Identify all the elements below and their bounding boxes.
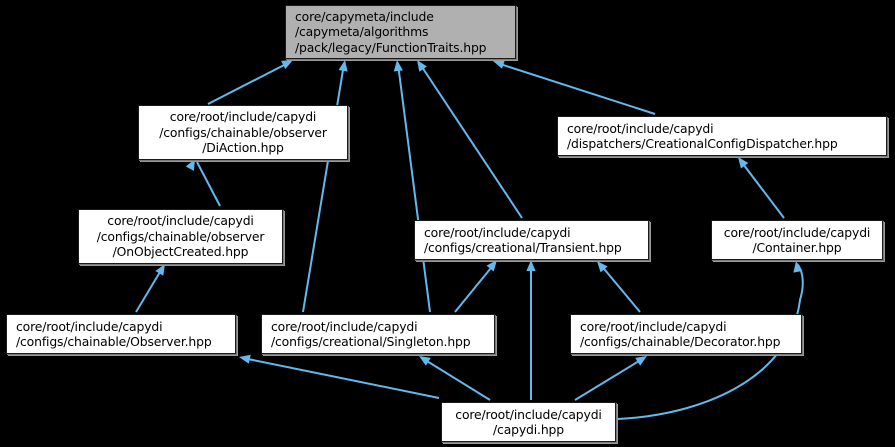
node-observer[interactable]: core/root/include/capydi /configs/chaina…: [6, 314, 236, 354]
node-di-action[interactable]: core/root/include/capydi /configs/chaina…: [138, 105, 348, 160]
edge-on-object-created-to-di-action: [196, 161, 221, 207]
edge-decorator-to-transient: [599, 263, 641, 313]
node-capydi[interactable]: core/root/include/capydi /capydi.hpp: [441, 402, 616, 442]
edge-capydi-to-decorator: [574, 357, 645, 401]
arrowhead-container-to-dispatcher: [738, 157, 749, 169]
edge-capydi-to-observer: [242, 357, 440, 399]
edge-dispatcher-to-function-traits: [496, 62, 656, 115]
edge-transient-to-function-traits: [419, 63, 523, 219]
node-label-on-object-created: core/root/include/capydi /configs/chaina…: [96, 213, 265, 260]
node-label-observer: core/root/include/capydi /configs/chaina…: [16, 318, 212, 349]
edge-singleton-to-function-traits: [397, 63, 431, 313]
node-label-singleton: core/root/include/capydi /configs/creati…: [271, 318, 471, 349]
edge-singleton-to-transient: [454, 262, 496, 313]
arrowhead-singleton-to-function-traits: [393, 60, 403, 72]
node-decorator[interactable]: core/root/include/capydi /configs/chaina…: [570, 314, 802, 354]
node-label-container: core/root/include/capydi /Container.hpp: [723, 224, 871, 255]
edge-di-action-to-function-traits: [207, 61, 291, 105]
node-singleton[interactable]: core/root/include/capydi /configs/creati…: [261, 314, 495, 354]
arrowhead-transient-to-function-traits: [417, 60, 427, 72]
node-label-decorator: core/root/include/capydi /configs/chaina…: [580, 318, 781, 349]
node-transient[interactable]: core/root/include/capydi /configs/creati…: [414, 220, 649, 260]
arrowhead-observer-to-function-traits: [338, 60, 348, 72]
arrowhead-capydi-to-singleton: [419, 356, 431, 366]
node-function-traits[interactable]: core/capymeta/include /capymeta/algorith…: [285, 5, 516, 59]
node-label-capydi: core/root/include/capydi /capydi.hpp: [455, 406, 602, 437]
edge-capydi-to-singleton: [421, 357, 491, 401]
node-creational-config-dispatcher[interactable]: core/root/include/capydi /dispatchers/Cr…: [557, 116, 887, 156]
edge-observer-to-function-traits: [302, 63, 345, 313]
edge-observer-to-on-object-created: [135, 266, 164, 313]
node-label-function-traits: core/capymeta/include /capymeta/algorith…: [295, 8, 487, 55]
node-container[interactable]: core/root/include/capydi /Container.hpp: [711, 220, 883, 260]
arrowhead-decorator-to-transient: [597, 261, 608, 273]
arrowhead-capydi-to-observer: [239, 354, 251, 364]
node-on-object-created[interactable]: core/root/include/capydi /configs/chaina…: [78, 209, 283, 264]
node-label-transient: core/root/include/capydi /configs/creati…: [424, 224, 622, 255]
node-label-creational-config-dispatcher: core/root/include/capydi /dispatchers/Cr…: [567, 120, 838, 151]
arrowhead-capydi-to-container: [793, 261, 803, 273]
node-label-di-action: core/root/include/capydi /configs/chaina…: [159, 109, 327, 156]
arrowhead-capydi-to-transient: [526, 260, 536, 271]
edge-container-to-dispatcher: [739, 159, 785, 219]
arrowhead-capydi-to-decorator: [635, 356, 647, 366]
